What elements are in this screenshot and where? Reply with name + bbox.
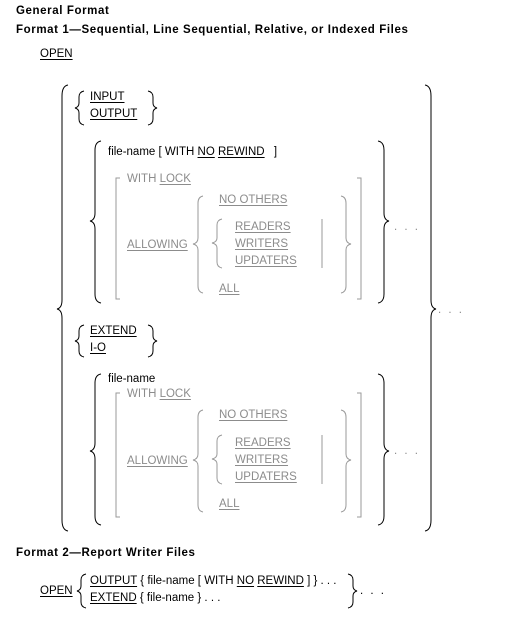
format2-extend-keyword: EXTEND	[90, 592, 137, 604]
format2-right-brace	[347, 573, 358, 609]
group2-updaters: UPDATERS	[235, 471, 297, 483]
format2-open-keyword: OPEN	[40, 585, 73, 597]
format2-output-keyword: OUTPUT	[90, 575, 138, 587]
group1-left-brace	[89, 140, 102, 304]
open-keyword: OPEN	[40, 48, 73, 60]
file-name-text: file-name	[108, 146, 156, 158]
outer-right-brace	[424, 84, 437, 532]
group1-writers: WRITERS	[235, 238, 289, 250]
extend-io-left-brace	[74, 324, 85, 358]
input-keyword: INPUT	[90, 91, 125, 103]
format2-extend-line: EXTEND { file-name } . . .	[90, 591, 220, 605]
group2-all: ALL	[219, 498, 240, 510]
group1-allowing: ALLOWING	[127, 239, 188, 251]
group1-allowing-right-brace	[340, 195, 352, 294]
group1-allowing-left-brace	[192, 195, 204, 294]
group2-allowing-left-brace	[192, 409, 204, 513]
bracket-close: ]	[273, 146, 278, 158]
general-format-heading: General Format	[16, 5, 110, 17]
format2-output-tail: ] } . . .	[307, 575, 337, 587]
group1-file-name-line: file-name [ WITH NO REWIND ]	[108, 145, 277, 159]
group1-with-lock: WITH LOCK	[127, 173, 191, 185]
group2-allowing-right-brace	[340, 409, 352, 513]
format2-output-rest: { file-name [ WITH	[140, 575, 234, 587]
lock-keyword: LOCK	[159, 388, 191, 400]
group1-ellipsis: . . .	[394, 221, 420, 233]
group1-readers-left-brace	[211, 218, 223, 269]
bracket-open: [	[158, 146, 162, 158]
format2-ellipsis: . . .	[360, 585, 386, 597]
outer-left-brace	[56, 84, 69, 532]
format2-no-keyword: NO	[236, 575, 255, 587]
lock-keyword: LOCK	[159, 173, 191, 185]
group2-readers: READERS	[235, 437, 291, 449]
group1-readers: READERS	[235, 221, 291, 233]
group2-allowing: ALLOWING	[127, 455, 188, 467]
group1-no-others: NO OTHERS	[219, 194, 288, 206]
format2-left-brace	[76, 573, 87, 609]
group2-right-bracket	[357, 392, 362, 518]
format2-rewind-keyword: REWIND	[257, 575, 304, 587]
format2-output-line: OUTPUT { file-name [ WITH NO REWIND ] } …	[90, 574, 337, 588]
group2-file-name: file-name	[108, 373, 156, 385]
rewind-keyword: REWIND	[217, 146, 265, 158]
output-keyword: OUTPUT	[90, 108, 138, 120]
input-output-right-brace	[147, 90, 158, 126]
group2-ellipsis: . . .	[394, 445, 420, 457]
group2-right-brace	[377, 373, 390, 526]
group1-left-bracket	[115, 177, 120, 300]
group1-right-brace	[377, 140, 390, 304]
no-keyword: NO	[197, 146, 215, 158]
group2-left-brace	[89, 373, 102, 526]
group2-no-others: NO OTHERS	[219, 409, 288, 421]
group1-right-bracket	[357, 177, 362, 300]
input-output-left-brace	[74, 90, 85, 126]
format1-title: Format 1—Sequential, Line Sequential, Re…	[16, 24, 409, 36]
group2-left-bracket	[115, 392, 120, 518]
format2-title: Format 2—Report Writer Files	[16, 547, 196, 559]
io-keyword: I-O	[90, 342, 106, 354]
format2-extend-rest: { file-name } . . .	[139, 592, 221, 604]
group2-readers-left-brace	[211, 434, 223, 485]
extend-io-right-brace	[147, 324, 158, 358]
outer-ellipsis: . . .	[438, 304, 464, 316]
group2-with-lock: WITH LOCK	[127, 388, 191, 400]
group1-updaters: UPDATERS	[235, 255, 297, 267]
extend-keyword: EXTEND	[90, 325, 137, 337]
group1-all: ALL	[219, 283, 240, 295]
group2-writers: WRITERS	[235, 454, 289, 466]
with-text: WITH	[164, 146, 195, 158]
